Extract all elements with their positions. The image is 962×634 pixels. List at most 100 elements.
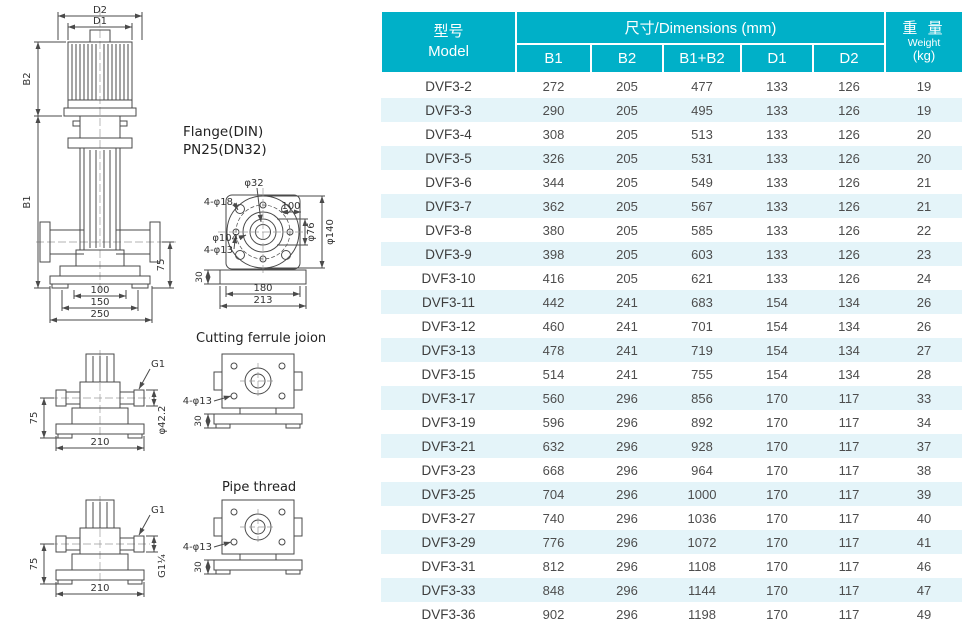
pipe-75-label: 75 — [29, 558, 40, 571]
value-cell: 117 — [838, 462, 860, 478]
value-cell: 20 — [916, 126, 932, 142]
value-cell: 126 — [838, 78, 860, 94]
value-cell: 22 — [916, 222, 932, 238]
column-header-weight: 重 量 Weight (kg) — [884, 10, 962, 74]
dim-phi32-label: φ32 — [244, 178, 263, 189]
model-cell: DVF3-12 — [421, 318, 476, 334]
value-cell: 19 — [916, 78, 932, 94]
value-cell: 170 — [766, 558, 788, 574]
value-cell: 701 — [691, 318, 713, 334]
dim-150-label: 150 — [90, 297, 109, 308]
value-cell: 1108 — [688, 558, 716, 574]
value-cell: 296 — [616, 390, 638, 406]
weight-label-en: Weight — [907, 37, 941, 50]
value-cell: 856 — [691, 390, 713, 406]
value-cell: 380 — [542, 222, 565, 238]
value-cell: 1144 — [688, 582, 716, 598]
value-cell: 26 — [916, 318, 932, 334]
value-cell: 344 — [542, 174, 565, 190]
value-cell: 205 — [616, 222, 638, 238]
pipe-210-label: 210 — [90, 583, 109, 594]
value-cell: 296 — [616, 510, 638, 526]
value-cell: 117 — [838, 582, 860, 598]
value-cell: 296 — [616, 534, 638, 550]
dim-180-label: 180 — [253, 283, 272, 294]
model-cell: DVF3-3 — [425, 102, 472, 118]
value-cell: 241 — [616, 366, 638, 382]
model-cell: DVF3-13 — [421, 342, 476, 358]
value-cell: 478 — [542, 342, 565, 358]
model-cell: DVF3-11 — [421, 294, 476, 310]
value-cell: 1198 — [688, 606, 716, 622]
pipe-4phi13-label: 4-φ13 — [183, 542, 212, 553]
ferrule-title: Cutting ferrule joion — [196, 331, 326, 346]
value-cell: 133 — [766, 222, 788, 238]
value-cell: 755 — [691, 366, 713, 382]
value-cell: 21 — [916, 174, 932, 190]
value-cell: 126 — [838, 222, 860, 238]
value-cell: 296 — [616, 606, 638, 622]
value-cell: 477 — [691, 78, 713, 94]
dim-d1-label: D1 — [93, 16, 107, 27]
model-cell: DVF3-2 — [425, 78, 472, 94]
value-cell: 704 — [542, 486, 565, 502]
model-cell: DVF3-17 — [421, 390, 476, 406]
model-cell: DVF3-6 — [425, 174, 472, 190]
value-cell: 928 — [691, 438, 713, 454]
value-cell: 117 — [838, 534, 860, 550]
column-header-b1b2: B1+B2 — [662, 43, 742, 74]
value-cell: 296 — [616, 582, 638, 598]
value-cell: 117 — [838, 414, 860, 430]
value-cell: 205 — [616, 270, 638, 286]
value-cell: 632 — [542, 438, 565, 454]
value-cell: 460 — [542, 318, 565, 334]
value-cell: 513 — [691, 126, 713, 142]
value-cell: 205 — [616, 198, 638, 214]
dim-b1-label: B1 — [22, 195, 33, 208]
value-cell: 27 — [916, 342, 932, 358]
value-cell: 290 — [542, 102, 565, 118]
value-cell: 46 — [916, 558, 932, 574]
column-header-d2: D2 — [811, 43, 887, 74]
model-label-en: Model — [428, 43, 469, 60]
value-cell: 848 — [542, 582, 565, 598]
value-cell: 1036 — [687, 510, 717, 526]
pipe-g1-label: G1 — [151, 505, 165, 516]
pipe-view-drawing — [40, 496, 303, 597]
dim-phi140-label: φ140 — [325, 219, 336, 245]
dim-top-30-label: 30 — [195, 271, 205, 283]
value-cell: 560 — [542, 390, 565, 406]
value-cell: 134 — [838, 294, 860, 310]
value-cell: 683 — [691, 294, 713, 310]
value-cell: 170 — [766, 510, 788, 526]
pipe-g114-label: G1¼ — [156, 554, 168, 578]
value-cell: 133 — [766, 150, 788, 166]
weight-label-unit: (kg) — [912, 48, 936, 64]
model-cell: DVF3-25 — [421, 486, 476, 502]
value-cell: 205 — [616, 174, 638, 190]
value-cell: 549 — [691, 174, 713, 190]
ferrule-210-label: 210 — [90, 437, 109, 448]
value-cell: 170 — [766, 438, 788, 454]
pump-front-view-drawing — [34, 8, 176, 323]
pipe-30-label: 30 — [194, 561, 204, 573]
value-cell: 495 — [691, 102, 713, 118]
value-cell: 23 — [916, 246, 932, 262]
ferrule-4phi13-label: 4-φ13 — [183, 396, 212, 407]
value-cell: 205 — [616, 102, 638, 118]
value-cell: 296 — [616, 462, 638, 478]
model-cell: DVF3-23 — [421, 462, 476, 478]
value-cell: 117 — [838, 438, 860, 454]
dim-phi76-label: φ76 — [306, 222, 317, 241]
value-cell: 296 — [616, 414, 638, 430]
model-cell: DVF3-4 — [425, 126, 472, 142]
value-cell: 170 — [766, 582, 788, 598]
value-cell: 205 — [616, 150, 638, 166]
